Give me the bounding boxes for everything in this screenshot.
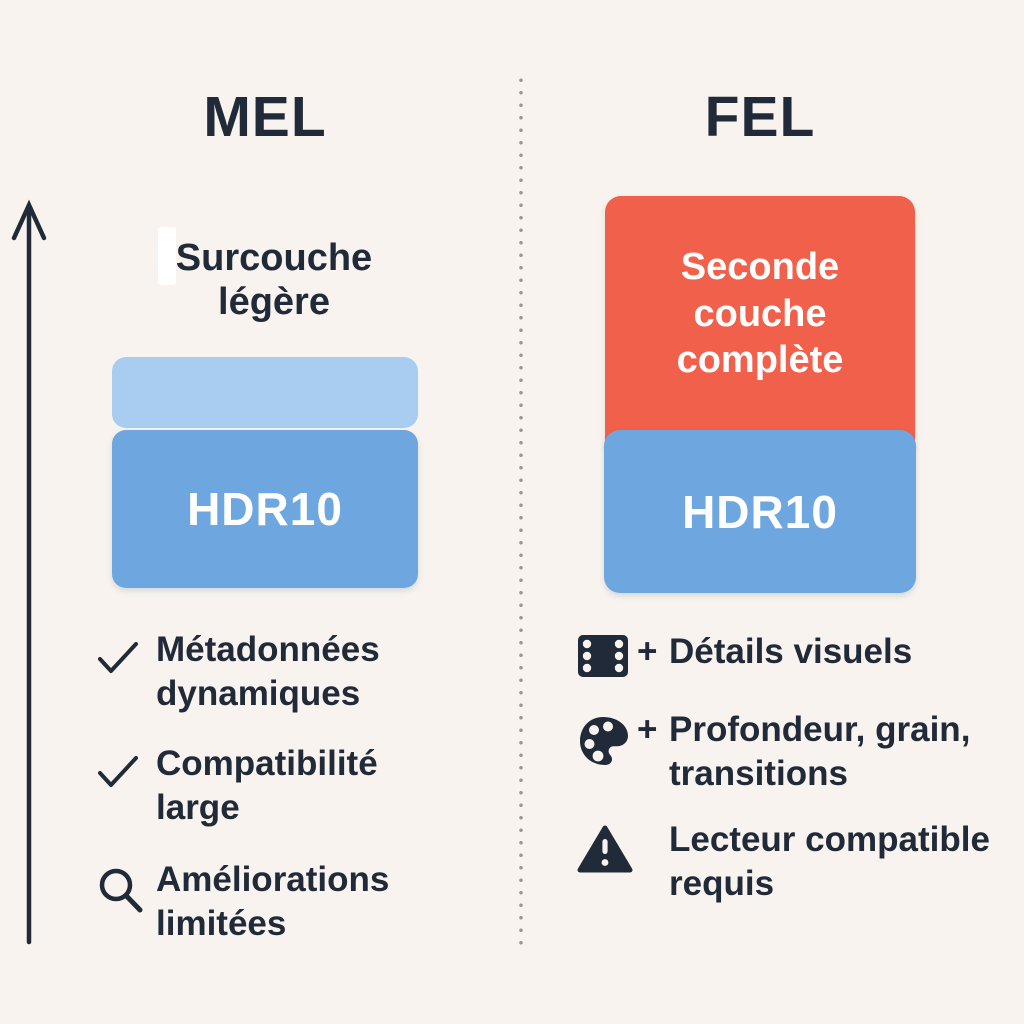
mel-hdr10-box: HDR10 <box>112 430 418 588</box>
magnifier-icon <box>96 858 156 916</box>
warning-icon <box>577 818 637 874</box>
feature-label: Métadonnées dynamiques <box>156 630 380 714</box>
check-icon <box>96 742 156 790</box>
feature-label: Détails visuels <box>669 632 913 671</box>
mel-feature-compatibility: Compatibilité large <box>96 742 456 830</box>
check-icon <box>96 628 156 676</box>
palette-icon <box>577 708 637 768</box>
mel-hdr10-label: HDR10 <box>187 483 343 535</box>
feature-label: Améliorations limitées <box>156 860 390 944</box>
fel-feature-player-required: Lecteur compatible requis <box>577 818 1024 906</box>
feature-label: Lecteur compatible requis <box>669 820 990 904</box>
fel-enhancement-layer-box: Seconde couche complète <box>605 196 915 458</box>
fel-hdr10-box: HDR10 <box>604 430 916 593</box>
feature-label: Profondeur, grain, transitions <box>669 710 971 794</box>
feature-label: Compatibilité large <box>156 744 378 828</box>
mel-layer-label: Surcouche légère <box>175 237 373 324</box>
plus-sign: + <box>637 710 658 749</box>
fel-layer-label: Seconde couche complète <box>676 246 844 382</box>
mel-feature-limited-improvements: Améliorations limitées <box>96 858 456 946</box>
mel-feature-dynamic-metadata: Métadonnées dynamiques <box>96 628 456 716</box>
fel-feature-depth-grain: + Profondeur, grain, transitions <box>577 708 1024 796</box>
plus-sign: + <box>637 632 658 671</box>
light-layer-marker <box>158 227 176 285</box>
fel-feature-visual-details: + Détails visuels <box>577 630 912 678</box>
up-arrow-icon <box>11 199 47 945</box>
dotted-divider <box>518 74 524 948</box>
fel-hdr10-label: HDR10 <box>682 485 838 538</box>
film-icon <box>577 630 637 678</box>
mel-enhancement-layer-box <box>112 357 418 428</box>
fel-column-title: FEL <box>704 85 816 149</box>
mel-column-title: MEL <box>203 85 327 149</box>
